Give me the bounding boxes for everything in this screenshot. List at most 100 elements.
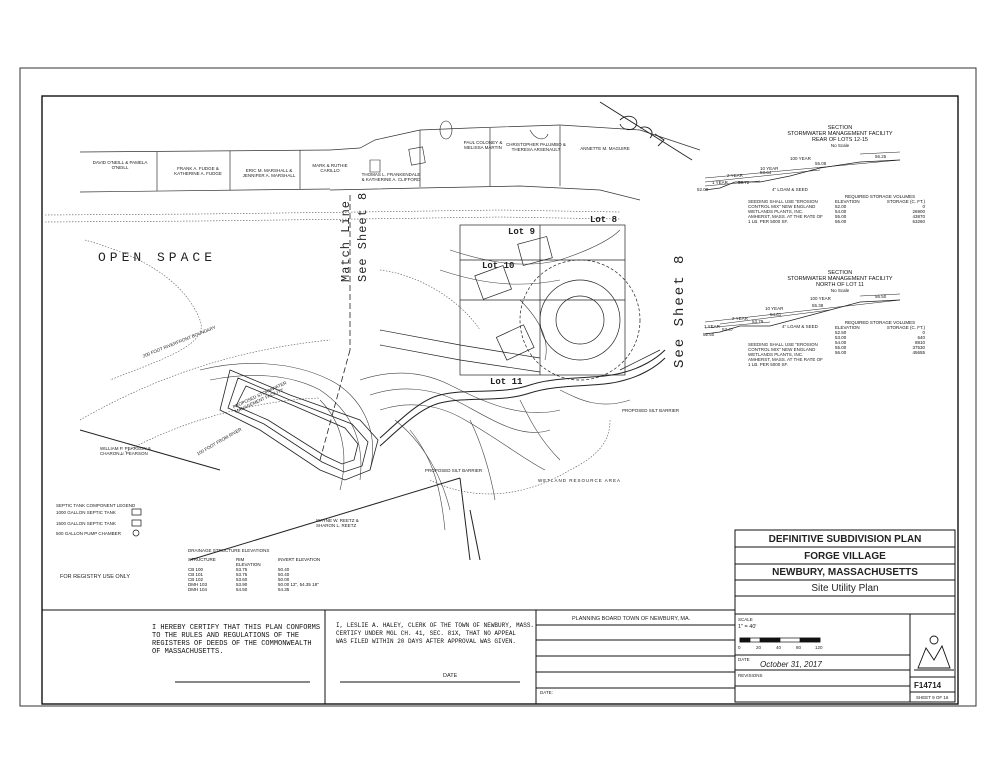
table-cell: 52.00 — [835, 204, 847, 209]
legend-item: 500 GALLON PUMP CHAMBER — [56, 531, 121, 536]
drainage-cell: CB 101 — [188, 572, 204, 577]
section-1: SECTION STORMWATER MANAGEMENT FACILITY R… — [740, 125, 940, 148]
elev-label: 53.72 — [738, 180, 750, 185]
drainage-cell: 53.75 — [236, 567, 248, 572]
drainage-header: INVERT ELEVATION — [278, 557, 321, 562]
planning-date-label: DATE: — [540, 690, 553, 695]
stormwater-facility-left — [219, 369, 379, 481]
drawing-number: F14714 — [914, 681, 942, 690]
table-header: STORAGE (C. FT.) — [886, 199, 925, 204]
cert-line: CERTIFY UNDER MGL CH. 41, SEC. 81X, THAT… — [336, 630, 517, 637]
table-cell: 54.00 — [835, 340, 847, 345]
storm-label: 1 YEAR — [712, 180, 728, 185]
table-cell: 54.00 — [835, 209, 847, 214]
cert-line: WAS FILED WITHIN 20 DAYS AFTER APPROVAL … — [336, 638, 517, 645]
legend-item: 1500 GALLON SEPTIC TANK — [56, 521, 116, 526]
owner-label: THOMAS L. FRANKENDALE & KATHERINE A. CLI… — [361, 172, 421, 182]
owner-label: FRANK A. FUDGE & KATHERINE A. FUDGE — [174, 166, 222, 176]
scale-tick: 0 — [738, 645, 741, 650]
certification-frame — [42, 609, 735, 704]
match-line-label: Match Line — [339, 199, 353, 282]
date-value: October 31, 2017 — [760, 660, 822, 669]
section-2-title: STORMWATER MANAGEMENT FACILITY — [787, 276, 893, 282]
drainage-cell: DMH 103 — [188, 582, 208, 587]
table-cell: 53.00 — [835, 335, 847, 340]
inner-border — [41, 95, 959, 705]
table-cell: 63260 — [912, 219, 925, 224]
pearson-label: WILLIAM P. PEARSON & CHARON L. PEARSON — [100, 446, 151, 456]
drainage-header: STRUCTURE — [188, 557, 216, 562]
owner-label: MARK & RUTHIE CARILLO — [312, 163, 348, 173]
drainage-table-title: DRAINAGE STRUCTURE ELEVATIONS — [188, 548, 270, 553]
table-cell: 52.50 — [835, 330, 847, 335]
legend-title: SEPTIC TANK COMPONENT LEGEND — [56, 503, 136, 508]
table-cell: 43870 — [912, 214, 925, 219]
seal-logo-icon — [914, 635, 954, 671]
drainage-cell: DMH 104 — [188, 587, 208, 592]
storm-label: 100 YEAR — [790, 156, 811, 161]
scale-tick: 80 — [796, 645, 802, 650]
scale-tick: 120 — [815, 645, 823, 650]
section-1-scale: No Scale — [830, 143, 850, 148]
loam-label: 4" LOAM & SEED — [772, 187, 808, 192]
see-sheet-8-left-label: See Sheet 8 — [356, 191, 370, 282]
lot-label: Lot 8 — [590, 215, 618, 225]
elev-label: 53.47 — [722, 327, 734, 332]
reetz-label: WAYNE W. REETZ & SHARON L. REETZ — [316, 518, 359, 528]
property-lines-south — [79, 429, 481, 561]
wetland-label: WETLAND RESOURCE AREA — [538, 478, 622, 483]
table-cell: 8810 — [914, 340, 925, 345]
scale-value: 1" = 40' — [738, 624, 757, 630]
drainage-cell: CB 100 — [188, 567, 204, 572]
elev-label: 54.61 — [770, 312, 782, 317]
table-cell: 640 — [917, 335, 925, 340]
sheet-number: SHEET 9 OF 16 — [916, 695, 949, 700]
elev-label: 55.08 — [815, 161, 827, 166]
drainage-header: RIM ELEVATION — [236, 557, 261, 567]
lot-label: Lot 9 — [508, 227, 536, 237]
cert-line: OF MASSACHUSETTS. — [152, 648, 224, 656]
cert-line: I HEREBY CERTIFY THAT THIS PLAN CONFORMS — [152, 624, 321, 632]
section-1-note: SEEDING SHALL USE "EROSION CONTROL MIX" … — [748, 199, 823, 224]
contour-lines — [199, 229, 631, 531]
see-sheet-8-right-label: See Sheet 8 — [672, 253, 688, 368]
drainage-cell: 50.40 — [278, 567, 290, 572]
lot-label: Lot 10 — [482, 261, 515, 271]
elev-label: 52.50 — [703, 332, 715, 337]
revisions-label: REVISIONS — [738, 673, 763, 678]
owner-label: PAUL COLONEY & MELISSA MARTIN — [463, 140, 503, 150]
section-2: SECTION STORMWATER MANAGEMENT FACILITY N… — [740, 270, 940, 293]
table-title: REQUIRED STORAGE VOLUMES — [844, 320, 916, 325]
title-line-3: NEWBURY, MASSACHUSETTS — [772, 567, 918, 578]
cert-line: TO THE RULES AND REGULATIONS OF THE — [152, 632, 300, 640]
open-space-label: OPEN SPACE — [98, 250, 217, 265]
title-line-1: DEFINITIVE SUBDIVISION PLAN — [768, 534, 922, 545]
lot-label: Lot 11 — [490, 377, 523, 387]
drainage-table: STRUCTURE RIM ELEVATION INVERT ELEVATION… — [188, 557, 338, 592]
lot-layout — [379, 224, 661, 381]
outer-border — [19, 67, 977, 707]
scale-tick: 40 — [776, 645, 782, 650]
section-2-note: SEEDING SHALL USE "EROSION CONTROL MIX" … — [748, 342, 823, 367]
owner-label: CHRISTOPHER PALUMBO & THERESA ARSENAULT — [506, 142, 566, 152]
storm-label: 2 YEAR — [732, 316, 748, 321]
table-cell: 0 — [922, 204, 925, 209]
table-cell: 45655 — [912, 350, 925, 355]
title-block-frame — [734, 529, 956, 703]
section-2-title: NORTH OF LOT 11 — [816, 282, 864, 288]
clerk-date-label: DATE — [443, 673, 458, 679]
drainage-cell: 50.00 — [278, 577, 290, 582]
title-line-2: FORGE VILLAGE — [804, 551, 886, 562]
title-line-4: Site Utility Plan — [811, 583, 879, 594]
section-2-title: SECTION — [827, 270, 853, 276]
drainage-cell: 54.50 — [236, 587, 248, 592]
table-cell: 55.00 — [835, 345, 847, 350]
table-title: REQUIRED STORAGE VOLUMES — [844, 194, 916, 199]
registry-label: FOR REGISTRY USE ONLY — [60, 574, 130, 580]
table-header: ELEVATION — [835, 325, 860, 330]
elev-label: 56.25 — [875, 154, 887, 159]
drainage-cell: 54.35 — [278, 587, 290, 592]
legend-item: 1000 GALLON SEPTIC TANK — [56, 510, 116, 515]
engineer-certification: I HEREBY CERTIFY THAT THIS PLAN CONFORMS… — [152, 624, 320, 656]
